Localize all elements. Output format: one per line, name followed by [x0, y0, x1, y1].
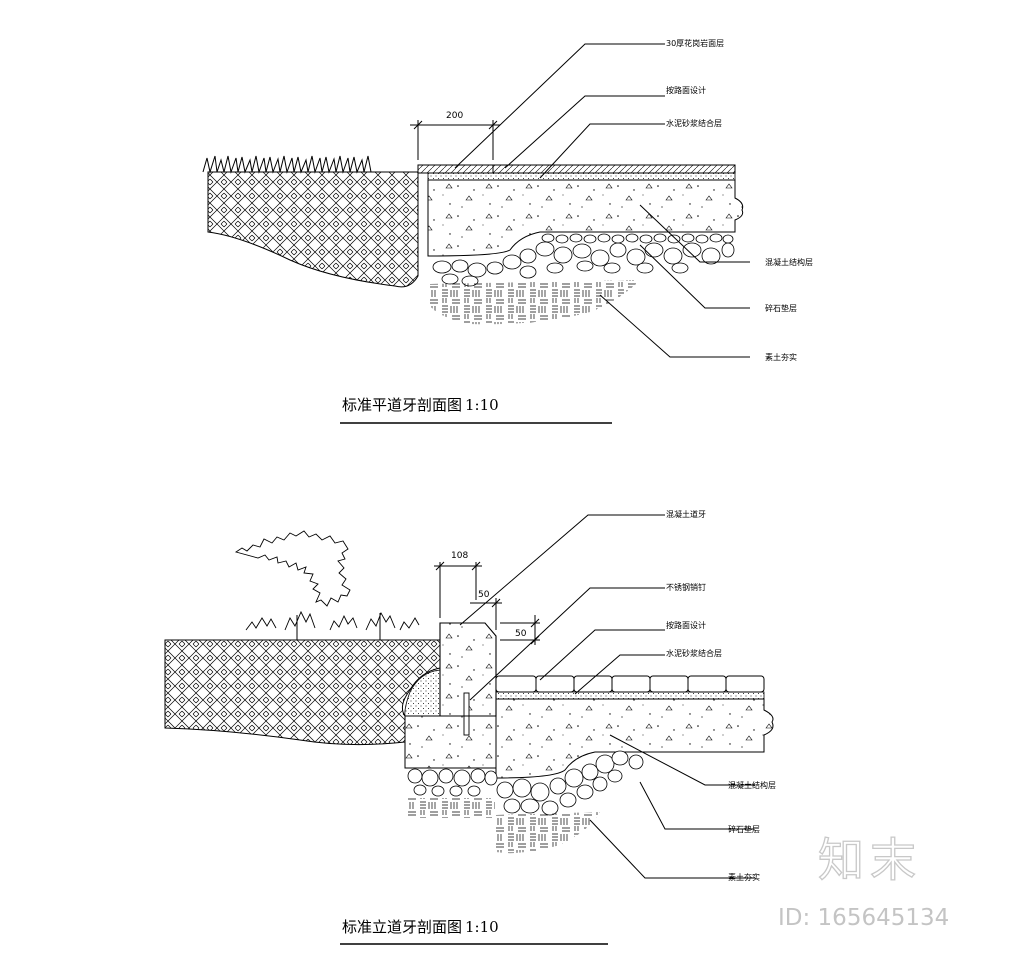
watermark-logo: 知末	[818, 833, 922, 887]
paving-bricks	[495, 675, 765, 693]
label-concrete-layer: 混凝土结构层	[765, 257, 813, 267]
label-steel-pin: 不锈钢销钉	[666, 582, 706, 592]
watermark-id: ID: 165645134	[778, 905, 949, 931]
label-concrete-curb: 混凝土道牙	[666, 509, 706, 519]
mortar-layer	[427, 172, 736, 181]
dim-50-side-label: 50	[515, 629, 527, 639]
section2-title: 标准立道牙剖面图	[342, 918, 462, 936]
label-concrete-layer-2: 混凝土结构层	[728, 780, 776, 790]
gravel-layer-2	[407, 750, 644, 816]
dim-200-label: 200	[446, 111, 463, 121]
concrete-layer-2	[495, 698, 774, 779]
label-granite-finish: 30厚花岗岩面层	[666, 38, 724, 48]
label-compacted-soil: 素土夯实	[765, 352, 797, 362]
dim-108-label: 108	[451, 551, 468, 561]
flat-curb-section: 200 30厚花岗岩面层 按路面设计 水泥砂浆结合层 混凝土结构层 碎石垫层 素…	[202, 38, 813, 424]
compacted-soil-3	[496, 812, 600, 854]
curb-base	[404, 715, 497, 769]
raised-curb-section: 108 50 50 混凝土道牙 不锈钢销钉 按路面设计 水泥砂浆结合层 混凝土结…	[164, 509, 776, 945]
section2-scale: 1:10	[465, 918, 499, 936]
small-shrubs	[245, 610, 420, 631]
compacted-soil-2	[408, 798, 495, 818]
section2-leaders	[459, 514, 755, 879]
gravel-layer	[432, 233, 735, 287]
grass	[202, 155, 372, 174]
label-paving-design-2: 按路面设计	[666, 620, 706, 630]
label-gravel-cushion: 碎石垫层	[765, 303, 797, 313]
compacted-soil	[430, 280, 640, 325]
section1-leaders	[454, 43, 750, 358]
granite-finish-layer	[417, 164, 736, 174]
mortar-fill	[404, 669, 441, 717]
label-paving-design: 按路面设计	[666, 85, 706, 95]
shrub-silhouette	[234, 530, 351, 607]
label-gravel-cushion-2: 碎石垫层	[728, 824, 760, 834]
section1-title: 标准平道牙剖面图	[342, 396, 462, 414]
dim-50-top-label: 50	[478, 590, 490, 600]
dimension-200: 200	[410, 111, 500, 160]
concrete-layer	[427, 179, 744, 257]
mortar-layer-2	[495, 691, 765, 700]
label-compacted-soil-2: 素土夯实	[728, 872, 760, 882]
label-mortar-bed: 水泥砂浆结合层	[666, 118, 722, 128]
section1-scale: 1:10	[465, 396, 499, 414]
earth-fill-2	[164, 639, 441, 746]
earth-fill	[207, 171, 419, 288]
label-mortar-bed-2: 水泥砂浆结合层	[666, 648, 722, 658]
